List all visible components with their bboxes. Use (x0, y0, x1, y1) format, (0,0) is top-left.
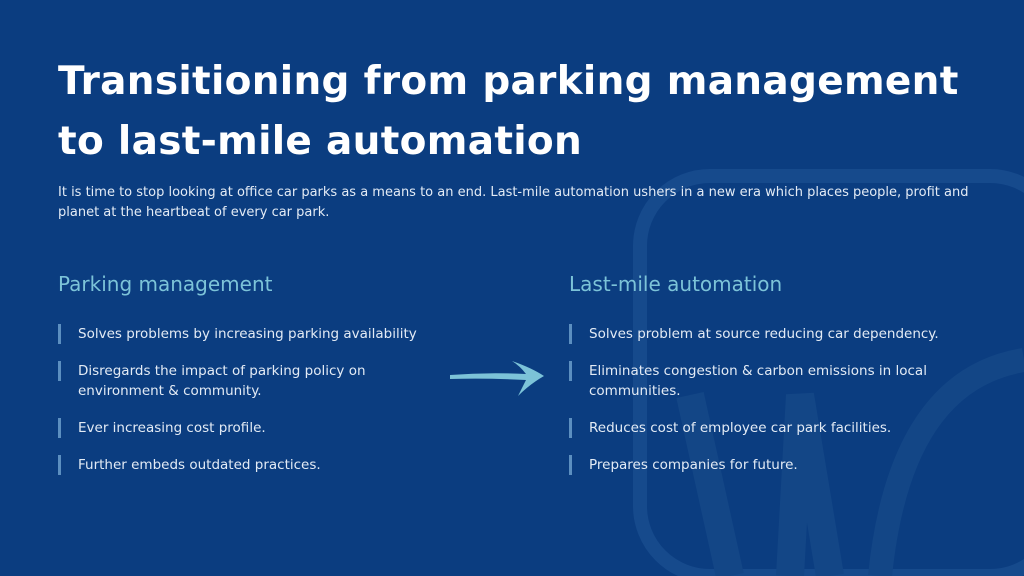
bullet-bar (569, 324, 572, 344)
list-item: Solves problems by increasing parking av… (58, 324, 478, 344)
item-text: Reduces cost of employee car park facili… (589, 420, 892, 436)
list-item: Reduces cost of employee car park facili… (569, 418, 989, 438)
bullet-bar (569, 455, 572, 475)
item-text: Eliminates congestion & carbon emissions… (589, 363, 927, 399)
list-item: Solves problem at source reducing car de… (569, 324, 989, 344)
item-text: Solves problem at source reducing car de… (589, 326, 939, 342)
list-item: Further embeds outdated practices. (58, 455, 478, 475)
bullet-bar (58, 324, 61, 344)
bullet-bar (58, 455, 61, 475)
list-item: Ever increasing cost profile. (58, 418, 478, 438)
item-text: Prepares companies for future. (589, 457, 798, 473)
last-mile-automation-column: Last-mile automation Solves problem at s… (569, 272, 989, 492)
bullet-bar (569, 361, 572, 381)
list-item: Prepares companies for future. (569, 455, 989, 475)
bullet-bar (58, 361, 61, 381)
page-title: Transitioning from parking management to… (58, 59, 959, 164)
list-item: Eliminates congestion & carbon emissions… (569, 361, 949, 401)
column-heading: Parking management (58, 272, 273, 296)
item-text: Ever increasing cost profile. (78, 420, 266, 436)
bullet-bar (58, 418, 61, 438)
item-text: Further embeds outdated practices. (78, 457, 321, 473)
list-item: Disregards the impact of parking policy … (58, 361, 398, 401)
arrow-right-icon (450, 361, 544, 396)
bullet-bar (569, 418, 572, 438)
item-text: Disregards the impact of parking policy … (78, 363, 366, 399)
column-heading: Last-mile automation (569, 272, 783, 296)
parking-management-column: Parking management Solves problems by in… (58, 272, 478, 492)
item-text: Solves problems by increasing parking av… (78, 326, 417, 342)
subtitle: It is time to stop looking at office car… (58, 185, 969, 220)
